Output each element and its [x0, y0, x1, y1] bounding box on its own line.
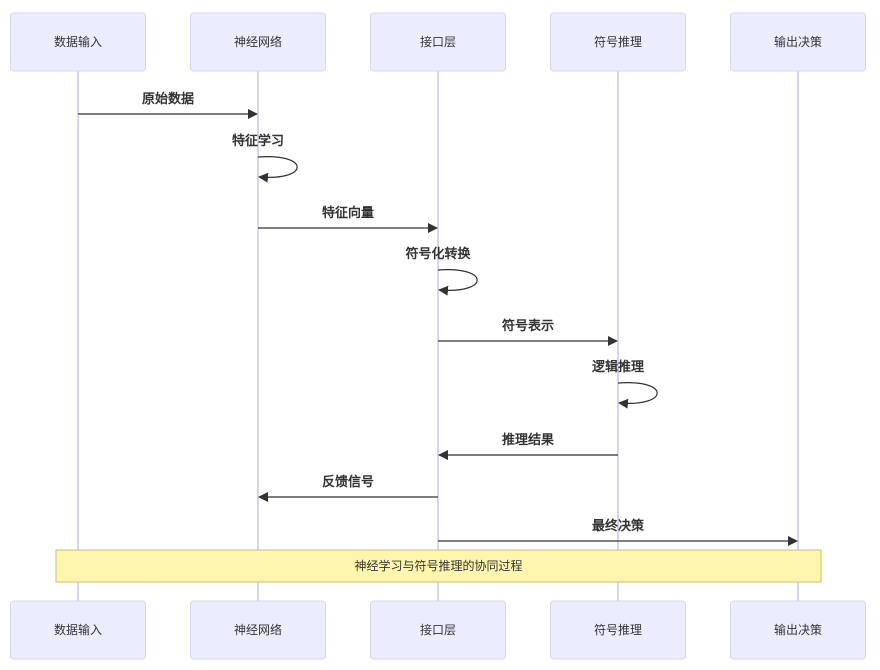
participant-label-bottom-3: 符号推理	[594, 622, 642, 637]
participant-label-bottom-2: 接口层	[420, 622, 456, 637]
participant-label-bottom-1: 神经网络	[234, 622, 282, 637]
participant-box-bottom-4	[730, 600, 866, 660]
participant-label-top-2: 接口层	[420, 34, 456, 49]
participant-box-top-1	[190, 12, 326, 72]
message-label: 特征向量	[322, 205, 374, 221]
participant-label-bottom-0: 数据输入	[54, 622, 102, 637]
note-box	[55, 549, 822, 583]
participant-box-bottom-2	[370, 600, 506, 660]
self-message-arrow	[617, 382, 658, 409]
participant-box-top-4	[730, 12, 866, 72]
message-label: 最终决策	[592, 518, 645, 534]
participant-box-top-0	[10, 12, 146, 72]
note-text: 神经学习与符号推理的协同过程	[354, 558, 522, 573]
message-label: 推理结果	[502, 432, 554, 448]
message-label: 原始数据	[142, 91, 194, 107]
participant-label-bottom-4: 输出决策	[774, 622, 822, 637]
participant-label-top-0: 数据输入	[54, 34, 102, 49]
participant-box-bottom-3	[550, 600, 686, 660]
message-label: 符号表示	[502, 318, 554, 334]
participant-label-top-1: 神经网络	[234, 34, 282, 49]
participant-box-top-2	[370, 12, 506, 72]
participant-box-top-3	[550, 12, 686, 72]
message-label: 反馈信号	[322, 474, 374, 490]
self-message-arrow	[257, 156, 298, 183]
message-label: 逻辑推理	[592, 359, 644, 375]
message-label: 符号化转换	[405, 246, 471, 262]
participant-label-top-4: 输出决策	[774, 34, 822, 49]
participant-box-bottom-1	[190, 600, 326, 660]
participant-box-bottom-0	[10, 600, 146, 660]
self-message-arrow	[437, 269, 478, 296]
participant-label-top-3: 符号推理	[594, 34, 642, 49]
message-label: 特征学习	[232, 133, 284, 149]
